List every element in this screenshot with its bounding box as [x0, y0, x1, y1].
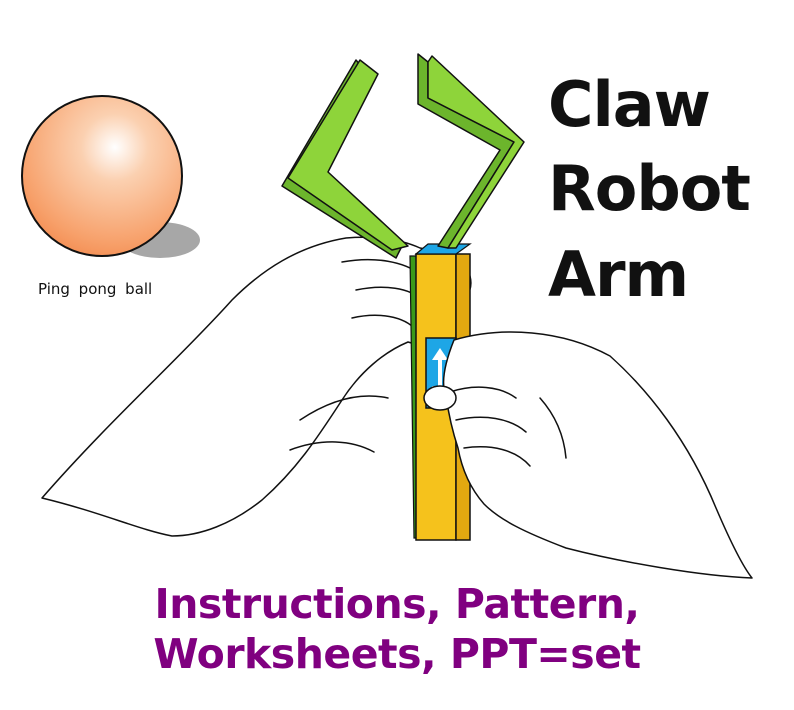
subtitle-line-1: Instructions, Pattern,: [154, 580, 640, 628]
thumb: [423, 385, 457, 411]
title-robot: Robot: [548, 152, 751, 225]
right-hand: [423, 331, 753, 579]
title-claw: Claw: [548, 68, 711, 141]
subtitle-line-2: Worksheets, PPT=set: [153, 630, 641, 678]
title-arm: Arm: [548, 238, 689, 311]
ball-sphere: [21, 95, 183, 257]
claw-jaws: [281, 53, 525, 259]
ping-pong-ball: [21, 95, 200, 258]
ball-caption: Ping pong ball: [38, 280, 153, 298]
